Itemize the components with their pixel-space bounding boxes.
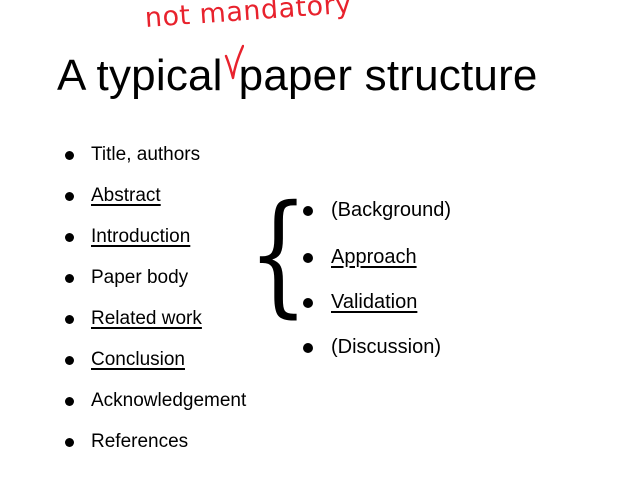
list-item: Acknowledgement xyxy=(65,389,247,413)
bullet-icon xyxy=(65,438,74,447)
list-item: Abstract xyxy=(65,184,161,208)
section-label: Acknowledgement xyxy=(91,390,247,411)
handwritten-annotation: not mandatory xyxy=(143,0,353,35)
curly-brace: { xyxy=(248,177,309,331)
list-item: Title, authors xyxy=(65,143,201,167)
list-item: Conclusion xyxy=(65,348,185,372)
body-part-label: (Discussion) xyxy=(331,336,442,358)
bullet-icon xyxy=(65,233,74,242)
section-label: Title, authors xyxy=(91,144,201,165)
list-item: References xyxy=(65,430,189,454)
title-part-2: paper structure xyxy=(238,51,538,100)
bullet-icon xyxy=(303,206,313,216)
body-part-label: Approach xyxy=(331,246,417,268)
bullet-icon xyxy=(65,356,74,365)
bullet-icon xyxy=(65,315,74,324)
bullet-icon xyxy=(65,397,74,406)
slide-title: A typical paper structure xyxy=(57,50,538,102)
insertion-caret-icon xyxy=(224,44,244,80)
bullet-icon xyxy=(65,151,74,160)
body-part-label: Validation xyxy=(331,291,418,313)
bullet-icon xyxy=(65,274,74,283)
section-label: References xyxy=(91,431,189,452)
bullet-icon xyxy=(303,253,313,263)
section-label: Abstract xyxy=(91,185,161,206)
list-item: (Discussion) xyxy=(303,334,442,360)
section-label: Paper body xyxy=(91,267,189,288)
section-label: Related work xyxy=(91,308,202,329)
bullet-icon xyxy=(303,298,313,308)
list-item: Approach xyxy=(303,244,417,270)
section-label: Introduction xyxy=(91,226,191,247)
list-item: (Background) xyxy=(303,197,452,223)
section-label: Conclusion xyxy=(91,349,185,370)
title-part-1: A typical xyxy=(57,51,223,100)
list-item: Validation xyxy=(303,289,418,315)
bullet-icon xyxy=(303,343,313,353)
list-item: Introduction xyxy=(65,225,191,249)
body-part-label: (Background) xyxy=(331,199,452,221)
bullet-icon xyxy=(65,192,74,201)
list-item: Paper body xyxy=(65,266,189,290)
list-item: Related work xyxy=(65,307,202,331)
